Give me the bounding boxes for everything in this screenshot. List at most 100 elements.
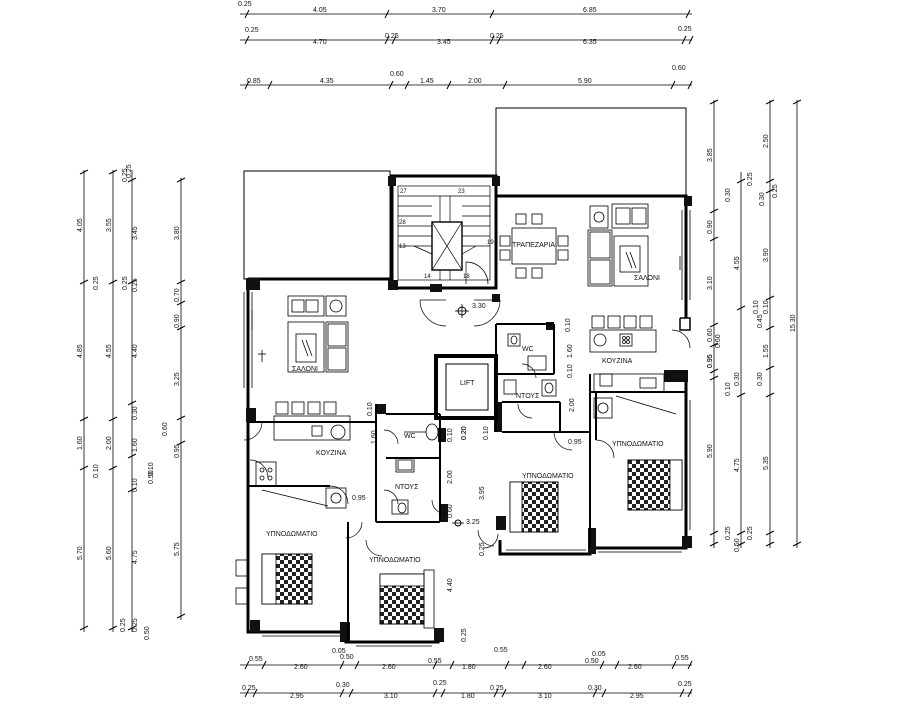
bottom-dimension-ticks [244,660,693,698]
staircase [397,185,491,281]
svg-text:0.95: 0.95 [707,354,714,368]
svg-text:1.60: 1.60 [77,436,84,450]
room-label-left-living: ΣΑΛΟΝΙ [292,366,318,373]
svg-text:13: 13 [399,244,406,250]
svg-text:1.60: 1.60 [567,344,574,358]
stair-numbers: 27 23 28 13 19 14 18 [399,189,494,280]
svg-text:0.60: 0.60 [672,65,686,72]
svg-text:1.80: 1.80 [462,664,476,671]
svg-text:2.00: 2.00 [447,470,454,484]
svg-text:3.85: 3.85 [707,148,714,162]
lift-label: LIFT [460,380,475,387]
right-dimension-ticks [709,99,802,547]
svg-text:1.80: 1.80 [461,693,475,700]
svg-text:2.60: 2.60 [538,664,552,671]
lift-shaft: LIFT [434,354,498,420]
svg-text:0.70: 0.70 [174,288,181,302]
svg-text:2.95: 2.95 [290,693,304,700]
svg-text:0.95: 0.95 [174,444,181,458]
svg-text:0.25: 0.25 [490,685,504,692]
svg-text:4.85: 4.85 [77,344,84,358]
svg-text:0.55: 0.55 [494,647,508,654]
left-dimension-lines [83,170,182,632]
svg-text:0.95: 0.95 [568,439,582,446]
svg-text:0.25: 0.25 [433,680,447,687]
svg-text:5.60: 5.60 [106,546,113,560]
svg-text:0.25: 0.25 [747,526,754,540]
svg-text:2.00: 2.00 [569,398,576,412]
svg-text:15.30: 15.30 [790,314,797,332]
svg-text:0.60: 0.60 [447,504,454,518]
right-bedroom-beds [509,459,683,533]
svg-text:0.10: 0.10 [148,462,155,476]
svg-text:0.90: 0.90 [707,220,714,234]
room-label-left-bedroom-1: ΥΠΝΟΔΩΜΑΤΙΟ [266,531,318,538]
svg-text:0.55: 0.55 [249,656,263,663]
svg-text:4.40: 4.40 [132,344,139,358]
svg-text:3.45: 3.45 [132,226,139,240]
svg-text:2.50: 2.50 [763,134,770,148]
svg-text:0.10: 0.10 [132,478,139,492]
svg-text:4.40: 4.40 [447,578,454,592]
svg-text:5.90: 5.90 [707,444,714,458]
svg-text:0.25: 0.25 [93,276,100,290]
svg-text:0.95: 0.95 [707,354,714,368]
room-label-right-kitchen: ΚΟΥΖΙΝΑ [602,358,633,365]
svg-text:0.30: 0.30 [336,682,350,689]
room-label-right-bedroom-2: ΥΠΝΟΔΩΜΑΤΙΟ [612,441,664,448]
inner-dimension-labels: 3.30 1.60 0.10 0.95 2.00 0.10 1.60 0.10 … [352,303,722,642]
svg-text:0.30: 0.30 [734,372,741,386]
svg-text:0.50: 0.50 [144,626,151,640]
svg-text:0.25: 0.25 [132,278,139,292]
svg-text:4.05: 4.05 [313,7,327,14]
top-dimension-lines [240,13,692,86]
room-label-left-bedroom-2: ΥΠΝΟΔΩΜΑΤΙΟ [369,557,421,564]
svg-text:0.90: 0.90 [174,314,181,328]
svg-text:0.60: 0.60 [707,328,714,342]
svg-text:28: 28 [399,220,406,226]
svg-text:0.20: 0.20 [461,426,468,440]
svg-text:0.25: 0.25 [120,618,127,632]
svg-text:5.35: 5.35 [763,456,770,470]
svg-text:0.55: 0.55 [675,655,689,662]
svg-text:3.70: 3.70 [432,7,446,14]
room-label-left-kitchen: ΚΟΥΖΙΝΑ [316,450,347,457]
left-kitchen-furniture [255,401,351,509]
svg-text:0.25: 0.25 [132,618,139,632]
top-dimension-labels: 0.25 4.05 3.70 6.85 0.25 4.70 0.25 3.45 … [238,1,692,85]
left-bedroom-beds [235,553,435,629]
svg-text:0.10: 0.10 [447,428,454,442]
svg-text:0.30: 0.30 [132,406,139,420]
svg-text:5.70: 5.70 [77,546,84,560]
svg-text:14: 14 [424,274,431,280]
room-label-right-living: ΣΑΛΟΝΙ [634,275,660,282]
svg-text:2.60: 2.60 [382,664,396,671]
svg-text:0.25: 0.25 [126,164,133,178]
svg-text:3.10: 3.10 [707,276,714,290]
svg-text:0.10: 0.10 [565,318,572,332]
svg-text:2.60: 2.60 [628,664,642,671]
right-bathroom-furniture [503,333,557,397]
svg-text:0.60: 0.60 [390,71,404,78]
svg-text:0.25: 0.25 [725,526,732,540]
svg-text:3.55: 3.55 [106,218,113,232]
room-label-right-ntous: ΝΤΟΥΣ [516,393,540,400]
door-swings [243,261,691,557]
svg-text:1.55: 1.55 [763,344,770,358]
svg-text:0.25: 0.25 [122,276,129,290]
svg-text:2.00: 2.00 [468,78,482,85]
svg-text:5.75: 5.75 [174,542,181,556]
room-label-right-wc: WC [522,346,534,353]
svg-text:0.10: 0.10 [367,402,374,416]
right-living-furniture [587,203,681,287]
svg-text:27: 27 [400,189,407,195]
svg-text:4.70: 4.70 [313,39,327,46]
svg-text:6.35: 6.35 [583,39,597,46]
left-bathroom-furniture [391,423,439,515]
svg-text:0.10: 0.10 [483,426,490,440]
svg-text:0.10: 0.10 [93,464,100,478]
svg-text:4.75: 4.75 [734,458,741,472]
svg-text:0.60: 0.60 [715,334,722,348]
svg-text:6.85: 6.85 [583,7,597,14]
svg-text:4.75: 4.75 [132,550,139,564]
